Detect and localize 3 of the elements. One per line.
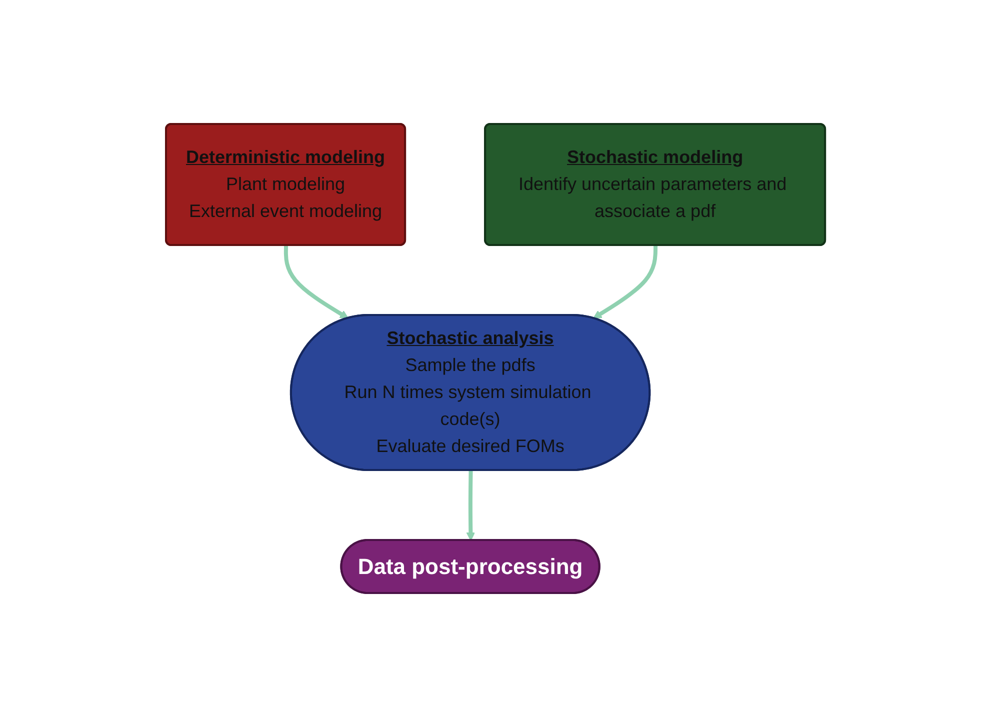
arrow — [593, 245, 658, 319]
arrow — [284, 245, 350, 319]
arrow — [466, 470, 476, 541]
